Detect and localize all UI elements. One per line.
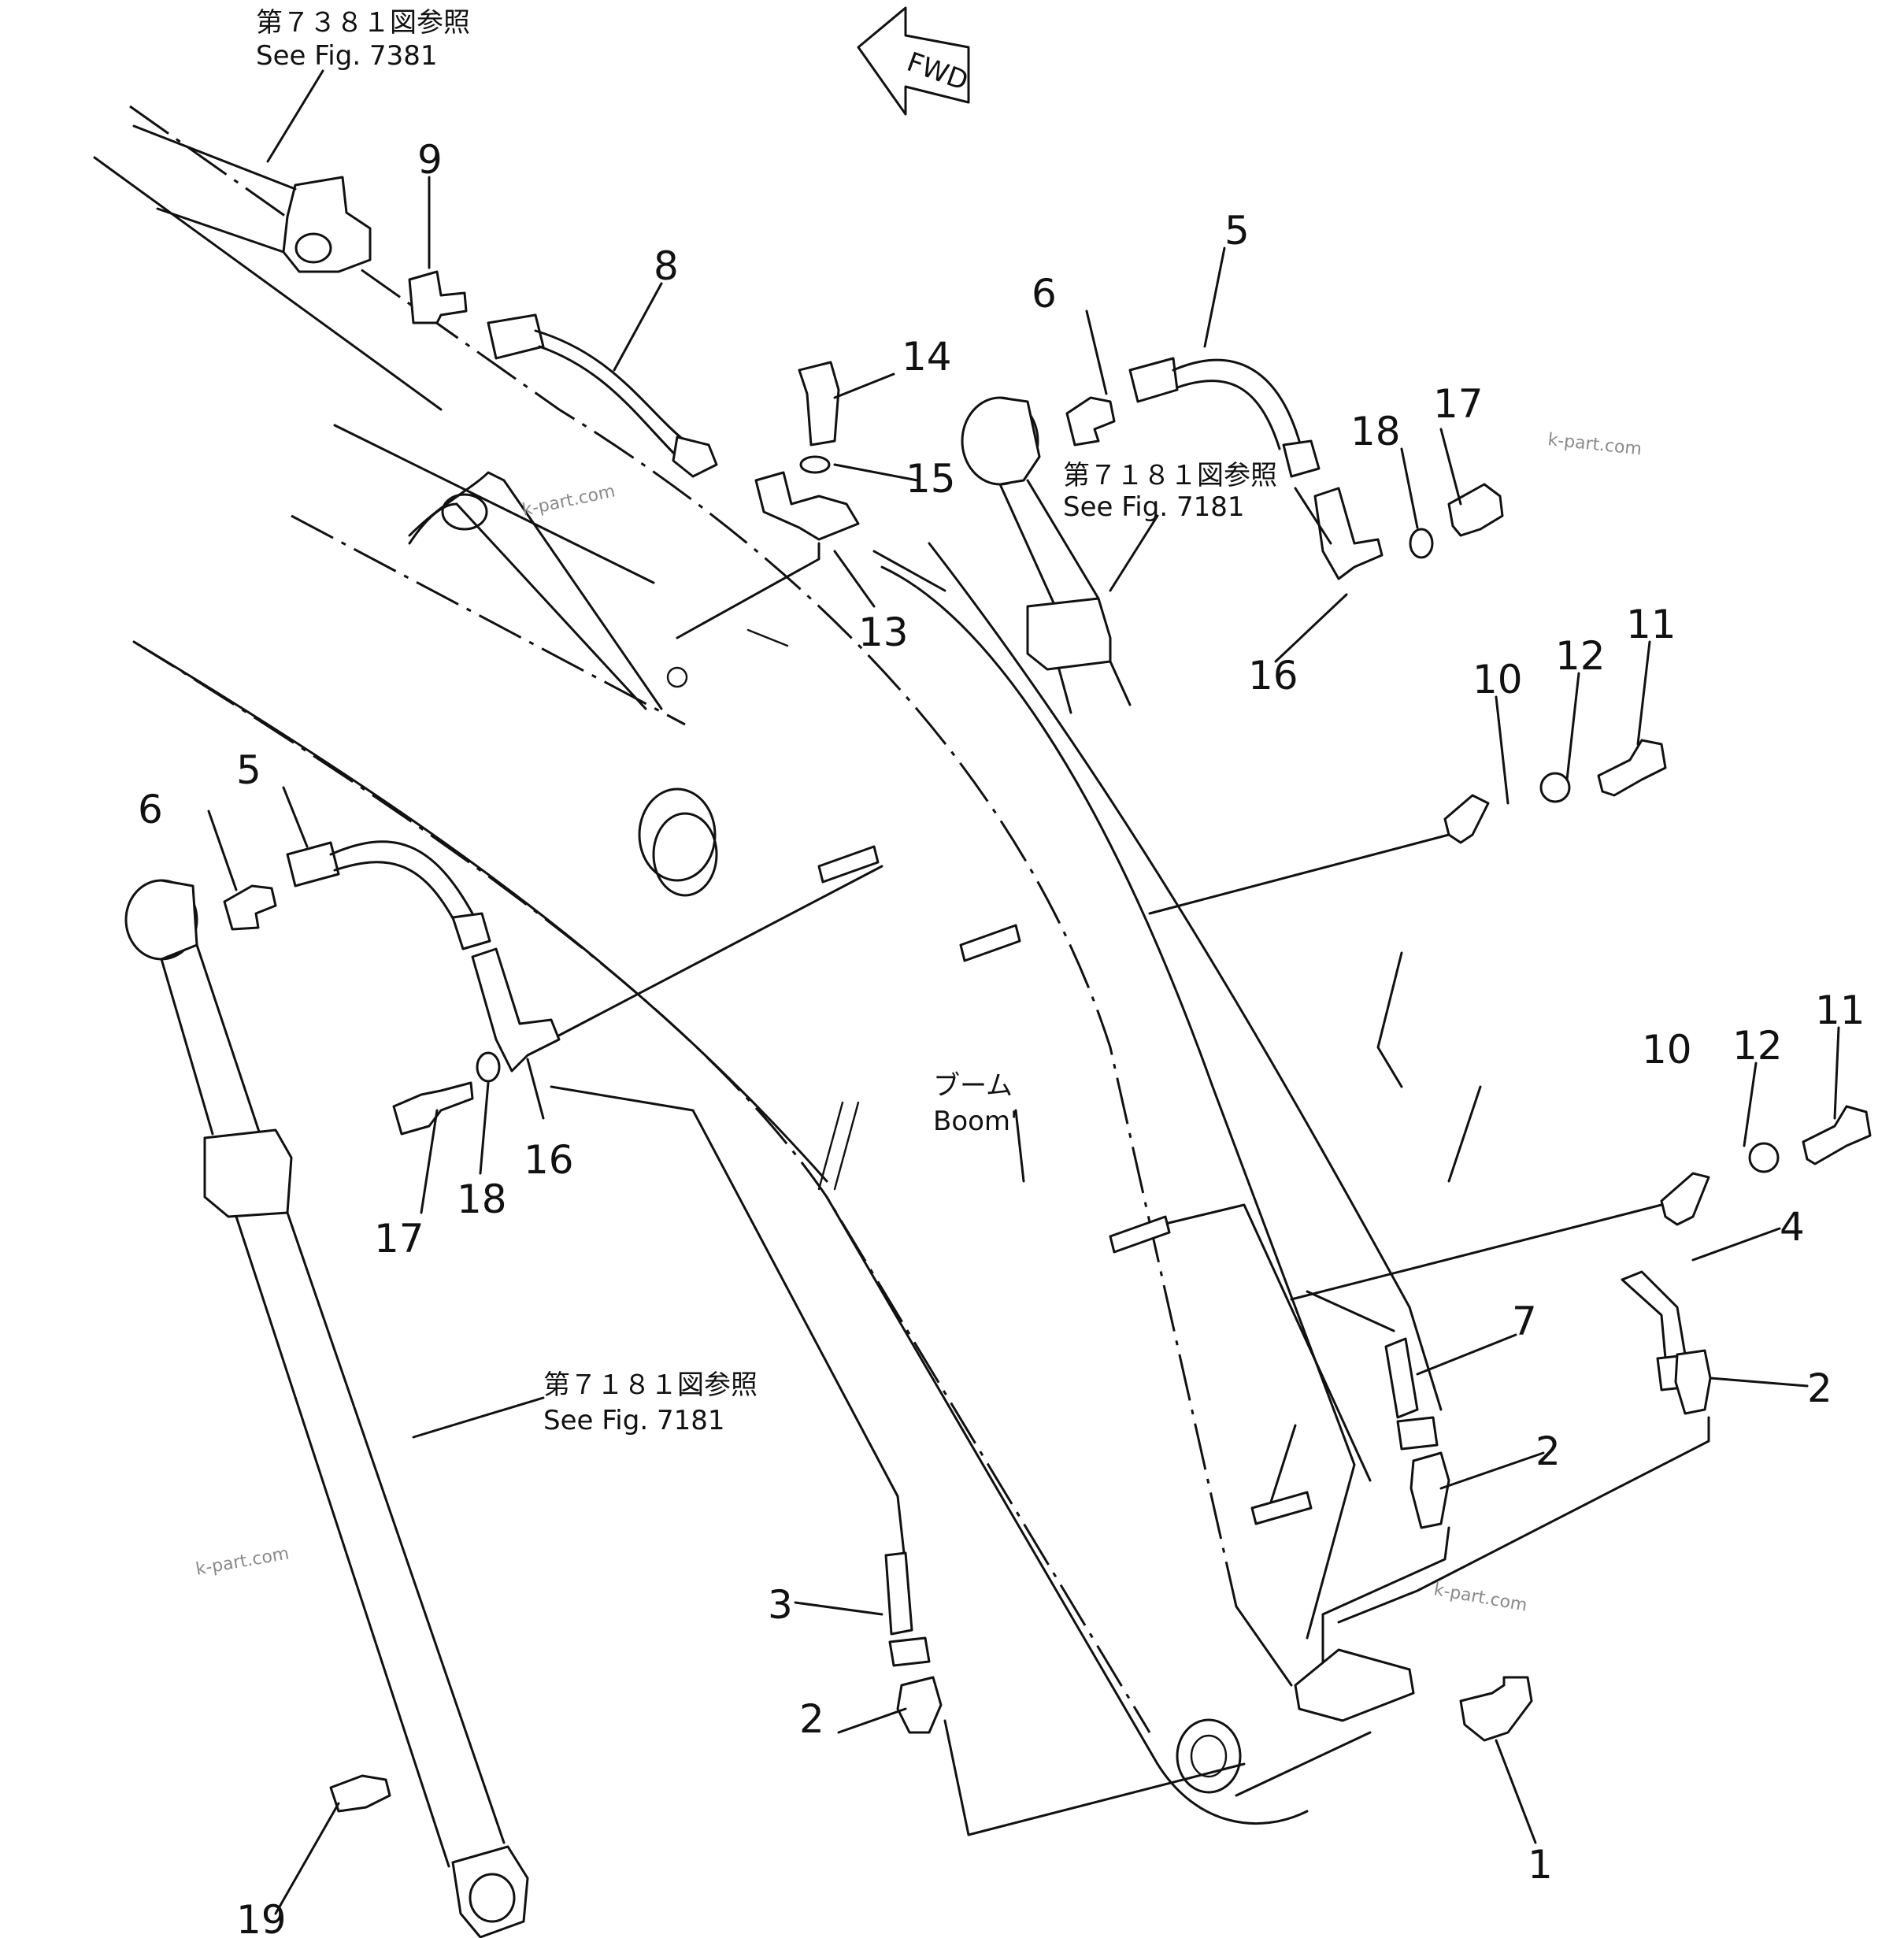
callout-1: 1 — [1528, 1842, 1553, 1888]
watermark-3: k-part.com — [194, 1543, 291, 1579]
bolt-11-top — [1597, 739, 1667, 797]
callout-5b: 5 — [236, 747, 261, 793]
leader-lines — [207, 69, 1840, 1915]
callout-2a: 2 — [799, 1696, 824, 1742]
bolt-11-bottom — [1802, 1105, 1872, 1165]
ref-7181-bottom-jp: 第７１８１図参照 — [543, 1369, 758, 1401]
callout-19: 19 — [236, 1897, 287, 1938]
callout-12b: 12 — [1732, 1023, 1783, 1069]
ref-7181-top-en: See Fig. 7181 — [1063, 491, 1244, 523]
nipple-2-b — [1409, 1451, 1450, 1529]
washer-12-top — [1539, 772, 1571, 803]
callout-8: 8 — [654, 243, 679, 289]
elbow-1 — [1459, 1676, 1533, 1742]
callout-9: 9 — [417, 137, 443, 183]
boom-label-en: Boom' — [933, 1106, 1017, 1137]
callout-10a: 10 — [1472, 657, 1523, 702]
callout-18b: 18 — [457, 1177, 507, 1222]
callout-6a: 6 — [1032, 271, 1057, 317]
fwd-arrow: FWD — [857, 6, 972, 116]
bolt-17-top — [1447, 483, 1504, 537]
nipple-6-left — [223, 884, 277, 931]
boom-label-jp: ブーム — [933, 1070, 1013, 1102]
bracket-arm — [408, 471, 663, 710]
bolt-14 — [798, 361, 840, 447]
bolt-17-left — [392, 1081, 474, 1136]
callout-16b: 16 — [524, 1137, 574, 1183]
clamp-13 — [754, 471, 860, 541]
fittings — [223, 270, 1872, 1813]
pipe-clamp-c — [1109, 1215, 1171, 1254]
callout-11a: 11 — [1626, 602, 1676, 647]
boom-structure — [93, 105, 1443, 1825]
clamp-16-left — [471, 947, 561, 1073]
callout-15: 15 — [906, 456, 956, 502]
callout-12a: 12 — [1555, 633, 1606, 679]
nipple-2-a — [896, 1676, 943, 1734]
callout-13: 13 — [858, 610, 909, 655]
washer-12-bottom — [1748, 1142, 1780, 1173]
washer-18-top — [1409, 528, 1434, 559]
pipe-clamp-a — [817, 845, 880, 884]
clamp-16-top — [1313, 487, 1384, 580]
clamp-10-bottom — [1660, 1172, 1710, 1226]
pipe-clamp-d — [1250, 1491, 1313, 1525]
callout-17a: 17 — [1433, 381, 1484, 427]
pipe-clamp-b — [959, 924, 1021, 962]
callout-7: 7 — [1512, 1299, 1537, 1344]
nipple-2-c — [1674, 1349, 1712, 1415]
boom-cylinder-left — [124, 879, 529, 1938]
callout-11b: 11 — [1815, 988, 1865, 1033]
callout-5a: 5 — [1224, 208, 1250, 254]
callout-16a: 16 — [1248, 653, 1298, 698]
callout-2c: 2 — [1807, 1365, 1832, 1411]
washer-15 — [799, 455, 831, 474]
callout-14: 14 — [902, 334, 952, 380]
watermark-4: k-part.com — [1432, 1580, 1528, 1615]
ref-7181-top-jp: 第７１８１図参照 — [1063, 460, 1277, 491]
callout-17b: 17 — [374, 1216, 424, 1262]
watermark-1: k-part.com — [520, 482, 617, 521]
ref-7381-en: See Fig. 7381 — [256, 40, 437, 72]
reference-labels: 第７３８１図参照 See Fig. 7381 第７１８１図参照 See Fig.… — [256, 7, 1277, 1436]
nipple-6-top — [1065, 396, 1116, 447]
nipple-9 — [408, 270, 468, 324]
ref-7181-bottom-en: See Fig. 7181 — [543, 1405, 724, 1436]
callout-4: 4 — [1780, 1204, 1805, 1250]
dipper-cylinder-top — [132, 124, 372, 273]
boom-cylinder-right — [961, 396, 1132, 714]
grease-nipple-19 — [329, 1774, 391, 1813]
callout-6b: 6 — [138, 787, 163, 832]
callout-18a: 18 — [1350, 409, 1401, 454]
washer-18-left — [476, 1051, 501, 1083]
ref-7381-jp: 第７３８１図参照 — [256, 7, 470, 39]
callout-2b: 2 — [1535, 1428, 1561, 1474]
callout-10b: 10 — [1642, 1027, 1692, 1073]
clamp-10-top — [1443, 794, 1490, 844]
callout-numbers: 1 2 2 2 3 4 5 5 6 6 7 8 9 10 10 11 11 12… — [138, 137, 1865, 1938]
valve-block — [1294, 1648, 1415, 1722]
watermark-2: k-part.com — [1547, 430, 1643, 459]
callout-3: 3 — [768, 1582, 793, 1628]
